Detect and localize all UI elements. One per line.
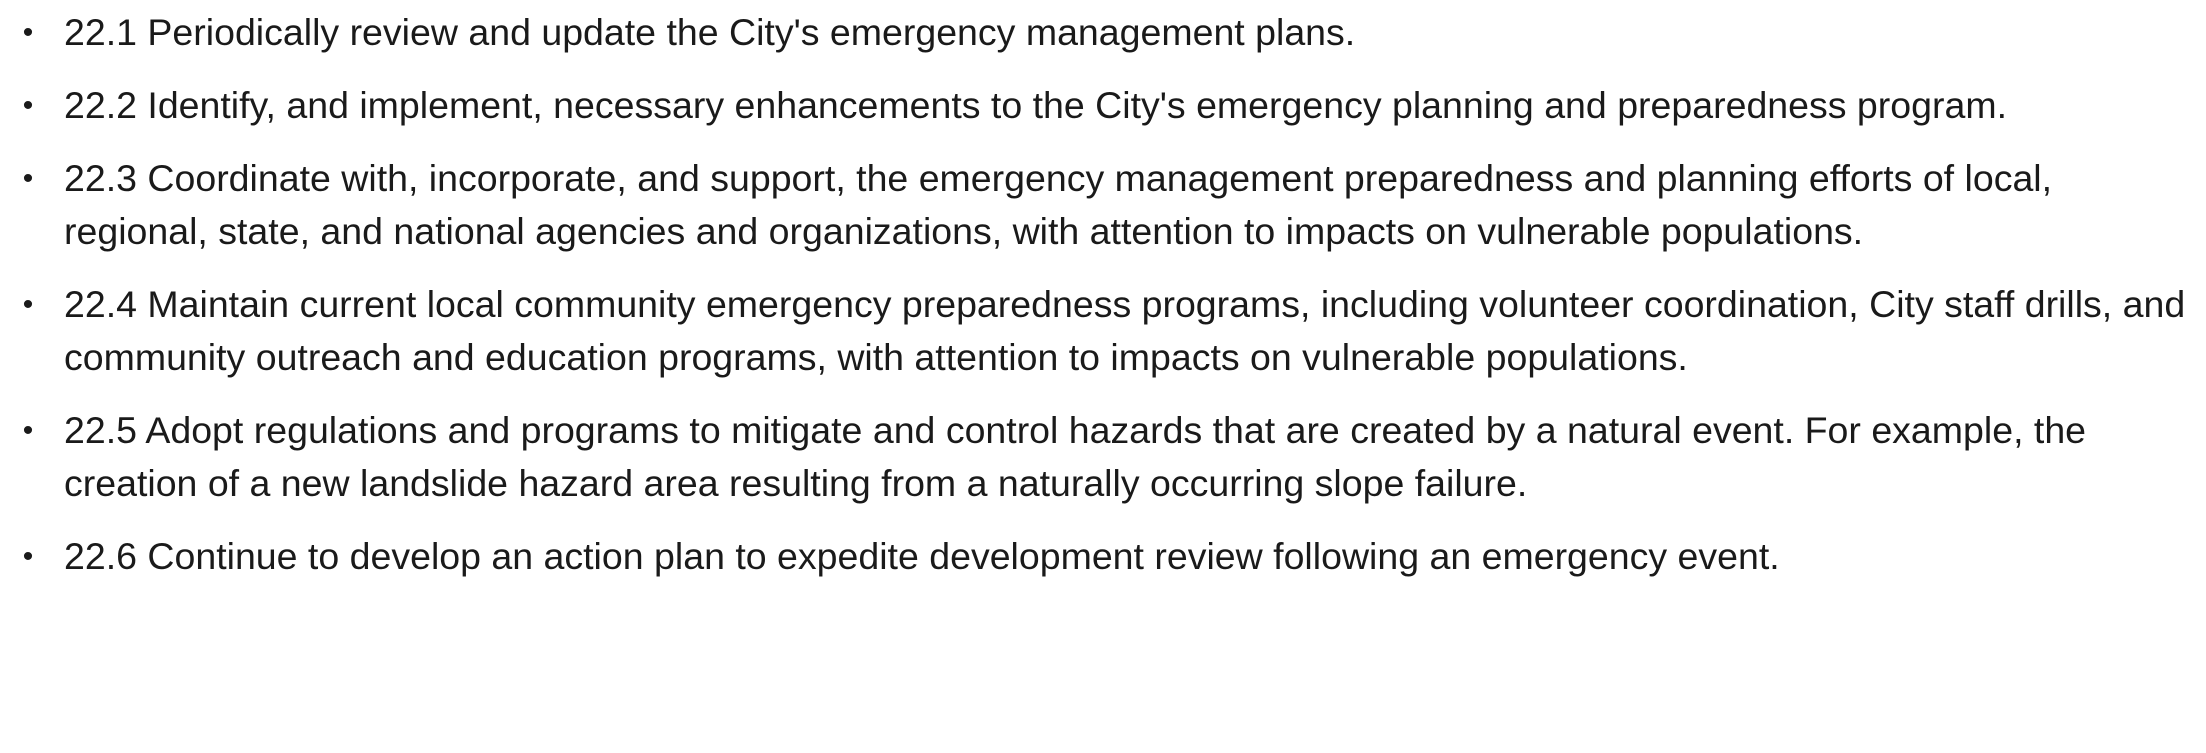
list-item: • 22.1 Periodically review and update th… (0, 6, 2186, 59)
policy-text: 22.2 Identify, and implement, necessary … (64, 84, 2007, 126)
list-item: • 22.4 Maintain current local community … (0, 278, 2186, 384)
bullet-icon: • (22, 540, 34, 573)
policy-text: 22.5 Adopt regulations and programs to m… (64, 409, 2087, 504)
bullet-icon: • (22, 414, 34, 447)
policy-text: 22.1 Periodically review and update the … (64, 11, 1356, 53)
policy-text: 22.6 Continue to develop an action plan … (64, 535, 1780, 577)
policy-text: 22.4 Maintain current local community em… (64, 283, 2186, 378)
list-item: • 22.2 Identify, and implement, necessar… (0, 79, 2186, 132)
bullet-icon: • (22, 89, 34, 122)
list-item: • 22.5 Adopt regulations and programs to… (0, 404, 2186, 510)
policy-list: • 22.1 Periodically review and update th… (0, 6, 2186, 583)
list-item: • 22.6 Continue to develop an action pla… (0, 530, 2186, 583)
policy-text: 22.3 Coordinate with, incorporate, and s… (64, 157, 2053, 252)
list-item: • 22.3 Coordinate with, incorporate, and… (0, 152, 2186, 258)
bullet-icon: • (22, 288, 34, 321)
bullet-icon: • (22, 16, 34, 49)
bullet-icon: • (22, 162, 34, 195)
